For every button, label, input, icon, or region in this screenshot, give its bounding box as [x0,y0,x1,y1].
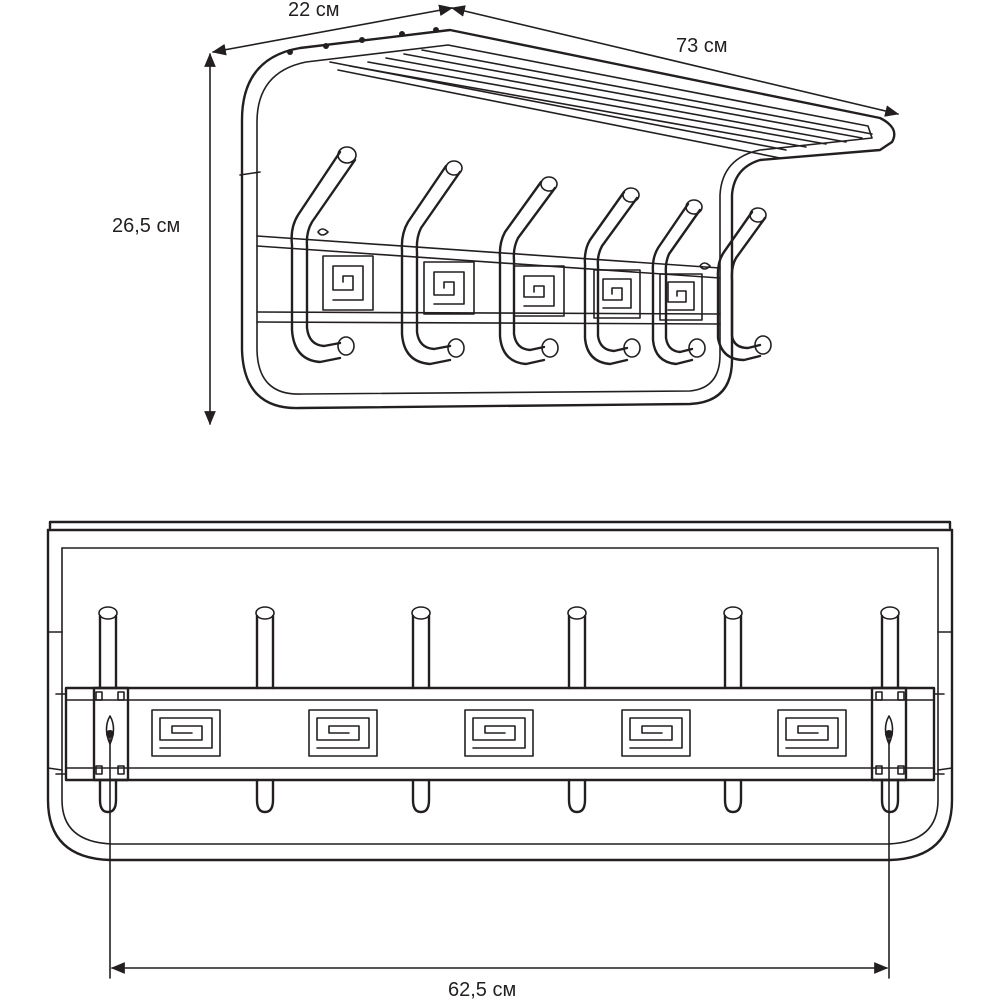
back-bar [256,228,721,325]
hook [716,207,772,362]
width-label: 73 см [676,35,728,57]
hook [411,606,431,814]
dimension-height: 26,5 см [112,52,216,426]
shelf-frame [239,28,896,410]
ornament [659,273,703,321]
hook [651,199,706,366]
ornament [464,709,534,757]
dimension-mount-distance: 62,5 см [109,733,890,1000]
ornaments-perspective [322,255,703,321]
ornament [151,709,221,757]
front-shelf [46,520,954,549]
hook [880,606,900,814]
hook [255,606,275,814]
mount-distance-label: 62,5 см [448,979,516,1000]
hook [583,187,641,366]
rod-end-caps [287,27,439,55]
ornament [593,269,641,319]
hooks-front [98,606,900,814]
front-back-bar [55,686,945,782]
ornaments-front [151,709,847,757]
hook [567,606,587,814]
hook [290,146,357,364]
height-label: 26,5 см [112,215,180,237]
perspective-view: 22 см 73 см 26,5 см [112,0,900,426]
front-view: 62,5 см [46,520,954,1000]
ornament [513,265,565,317]
mount-plate-left [92,686,130,782]
depth-label: 22 см [288,0,340,21]
ornament [322,255,374,311]
ornament [423,261,475,315]
ornament [777,709,847,757]
front-frame [46,528,954,862]
shelf-rods [329,49,873,159]
dimension-depth: 22 см [211,0,454,56]
hook [98,606,118,814]
hook [723,606,743,814]
ornament [308,709,378,757]
hooks-perspective [290,146,772,366]
hook [400,160,465,366]
ornament [621,709,691,757]
dimension-width: 73 см [450,5,900,117]
hook [498,176,559,366]
